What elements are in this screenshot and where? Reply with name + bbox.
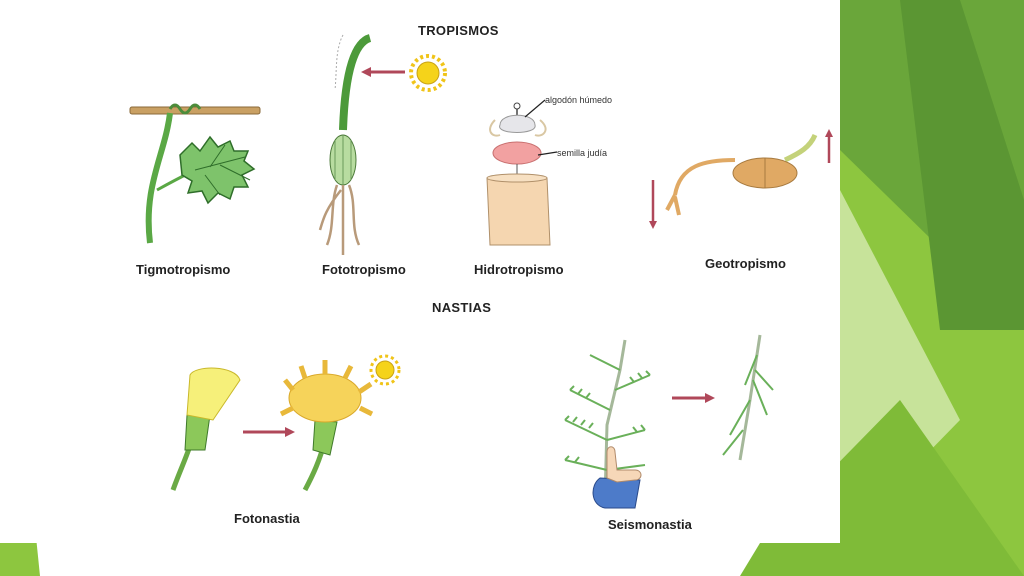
geotropism-illustration (649, 129, 833, 229)
bg-green-facet (900, 0, 1024, 330)
closed-flower-bracts (184, 414, 211, 451)
hydrotropism-illustration (486, 102, 551, 246)
sun-icon (409, 54, 447, 92)
phototropism-label: Fototropismo (322, 262, 406, 277)
nastias-heading: NASTIAS (432, 300, 492, 315)
roots (318, 184, 361, 255)
tigmotropism-label: Tigmotropismo (136, 262, 231, 277)
sun-icon (369, 354, 401, 386)
touching-hand (592, 446, 642, 509)
bulb-lines (334, 135, 352, 185)
plant-stem (145, 112, 173, 244)
tropisms-heading: TROPISMOS (418, 23, 499, 38)
content-panel (0, 0, 840, 543)
wet-cotton (499, 114, 536, 133)
pin-head (513, 102, 521, 110)
wet-cotton-label: algodón húmedo (545, 95, 613, 105)
tendril-coil (168, 103, 202, 115)
photonasty-illustration (170, 354, 401, 492)
photonasty-label: Fotonastia (234, 511, 300, 526)
roots-curving (489, 119, 547, 137)
closed-flower-petals (186, 367, 241, 421)
open-flower-bracts (312, 419, 338, 456)
bean-seed-label: semilla judía (557, 148, 608, 158)
previous-shoot-outline (334, 34, 344, 91)
support-stick (129, 106, 261, 115)
root-down (665, 158, 736, 216)
hydrotropism-label: Hidrotropismo (474, 262, 564, 277)
mimosa-open (564, 339, 651, 501)
mimosa-closed (722, 334, 774, 461)
open-flower-head (279, 360, 374, 423)
leaf-veins (194, 144, 251, 196)
shoot-bending (339, 34, 372, 131)
tigmotropism-illustration (129, 103, 261, 244)
leaf-blade (179, 135, 256, 205)
pot-rim (486, 173, 548, 183)
phototropism-illustration (318, 34, 447, 255)
hydrotropism-pointers (524, 99, 558, 156)
shoot-up (783, 133, 818, 163)
pot (486, 177, 551, 246)
seismonasty-illustration (564, 334, 774, 509)
light-arrow-head (361, 67, 371, 77)
geotropism-label: Geotropismo (705, 256, 786, 271)
seismonasty-label: Seismonastia (608, 517, 692, 532)
